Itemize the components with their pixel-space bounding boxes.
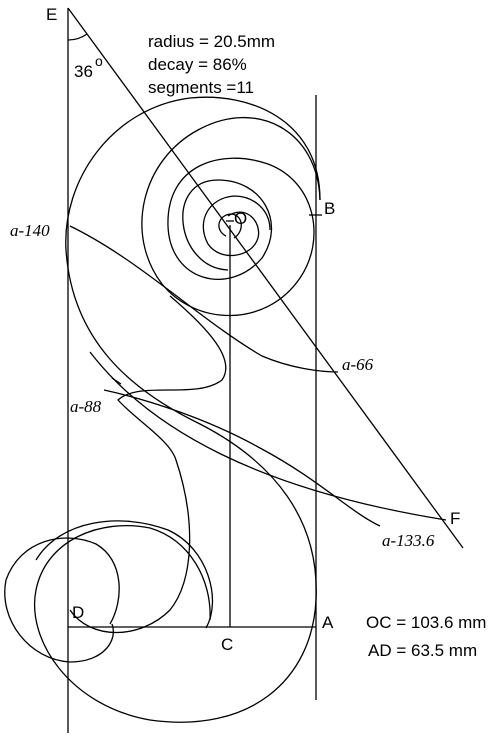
- arc-a88: [89, 351, 447, 521]
- point-b-label: B: [324, 199, 335, 218]
- point-e-label: E: [46, 5, 57, 24]
- upper-spiral: [141, 116, 321, 317]
- point-f-label: F: [450, 509, 460, 528]
- arc-label-a88: a-88: [70, 397, 102, 416]
- point-d-label: D: [72, 603, 84, 622]
- outer-s-curve: [34, 96, 321, 723]
- arc-a140: [69, 225, 339, 373]
- measurement-ad: AD = 63.5 mm: [368, 641, 477, 660]
- segments-label: segments =11: [148, 78, 254, 97]
- point-o-label: O: [234, 209, 247, 228]
- arc-label-a133: a-133.6: [382, 531, 435, 550]
- angle-arc-e: [67, 33, 88, 41]
- point-c-label: C: [221, 635, 233, 654]
- lower-sweep-curve: [103, 389, 381, 527]
- degree-symbol: o: [95, 53, 103, 69]
- point-a-label: A: [322, 613, 334, 632]
- inner-spiral: [202, 195, 271, 257]
- arc-label-a66: a-66: [342, 355, 374, 374]
- decay-label: decay = 86%: [148, 55, 247, 74]
- angle-label: 36: [74, 62, 93, 81]
- radius-label: radius = 20.5mm: [148, 32, 275, 51]
- innermost-spiral: [218, 213, 242, 239]
- lower-left-circle: [4, 537, 120, 663]
- lower-right-arc: [35, 520, 214, 629]
- diagonal-line-ef: [67, 7, 464, 549]
- arc-label-a140: a-140: [10, 221, 50, 240]
- measurement-oc: OC = 103.6 mm: [366, 613, 486, 632]
- middle-s-curve: [69, 295, 227, 634]
